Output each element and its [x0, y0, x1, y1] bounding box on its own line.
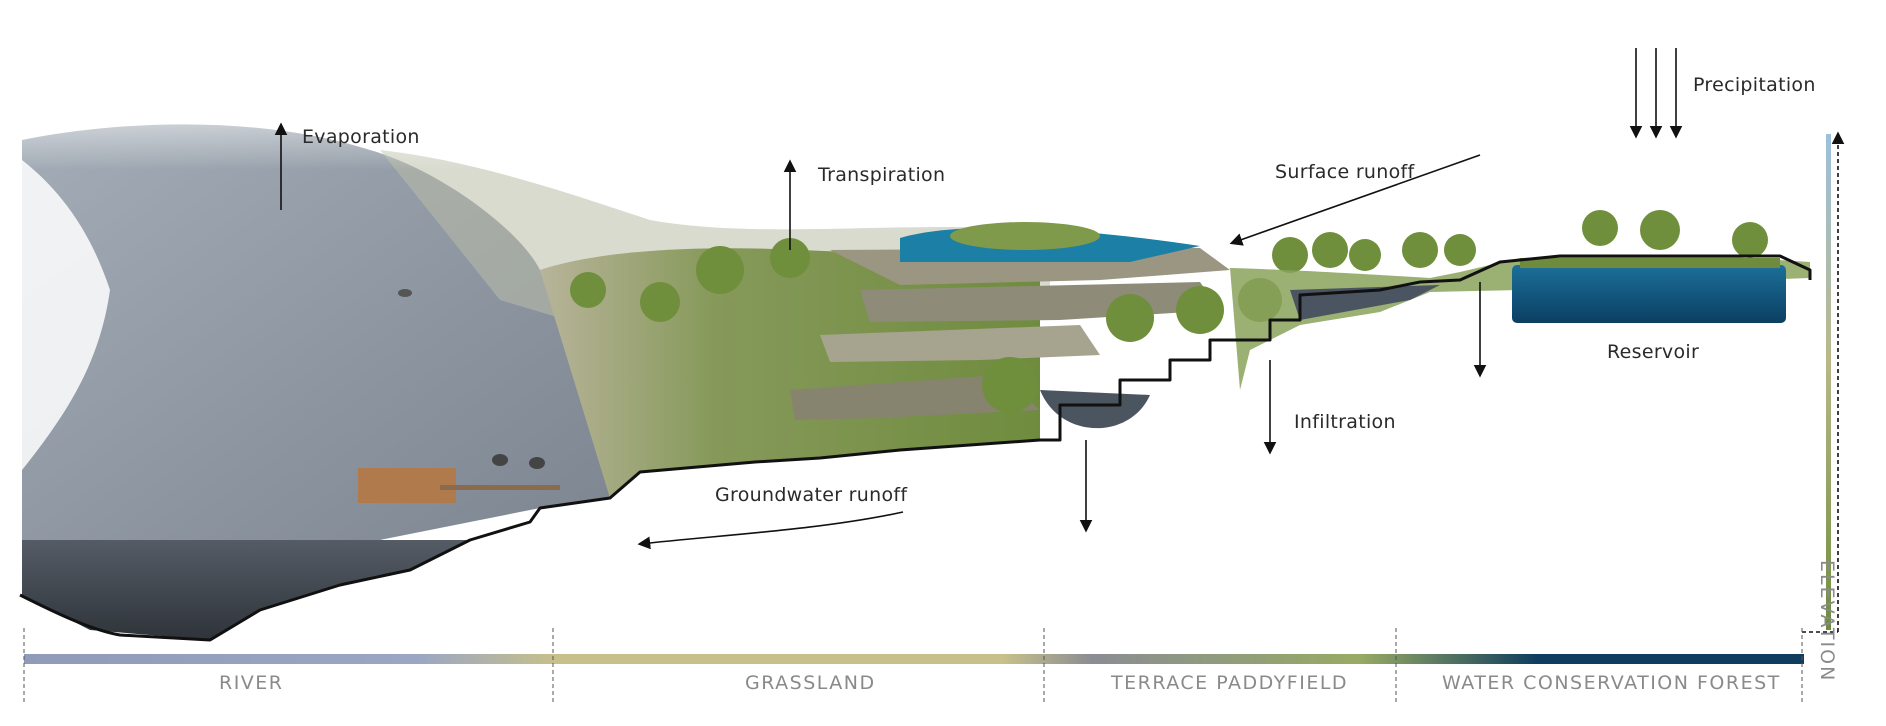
- surface-runoff-arrow: [1229, 154, 1481, 246]
- surface-runoff-label: Surface runoff: [1275, 161, 1415, 183]
- ground-outline: [19, 254, 1812, 642]
- boathouse: [358, 468, 456, 503]
- precipitation-label: Precipitation: [1693, 74, 1816, 96]
- zone-gradient-bar: [24, 654, 1804, 664]
- reservoir-basin: [1512, 265, 1786, 323]
- zone-label-terrace-paddyfield: TERRACE PADDYFIELD: [1111, 672, 1349, 694]
- elevation-label: ELEVATION: [1816, 560, 1838, 683]
- zone-dividers: [23, 628, 1803, 705]
- flow-arrows: [274, 48, 1845, 633]
- zone-label-water-conservation-forest: WATER CONSERVATION FOREST: [1442, 672, 1781, 694]
- trees: [570, 210, 1768, 413]
- reservoir-label: Reservoir: [1607, 341, 1700, 363]
- infiltration-label: Infiltration: [1294, 411, 1396, 433]
- transpiration-label: Transpiration: [818, 164, 946, 186]
- elevation-gradient-bar: [1826, 134, 1831, 630]
- zone-label-river: RIVER: [219, 672, 284, 694]
- evaporation-label: Evaporation: [302, 126, 420, 148]
- groundwater-runoff-arrow: [637, 511, 904, 550]
- groundwater-runoff-label: Groundwater runoff: [715, 484, 908, 506]
- terrace-paddies: [790, 222, 1230, 429]
- zone-label-grassland: GRASSLAND: [745, 672, 876, 694]
- river-bed: [22, 540, 470, 640]
- river-water-edge: [22, 160, 110, 470]
